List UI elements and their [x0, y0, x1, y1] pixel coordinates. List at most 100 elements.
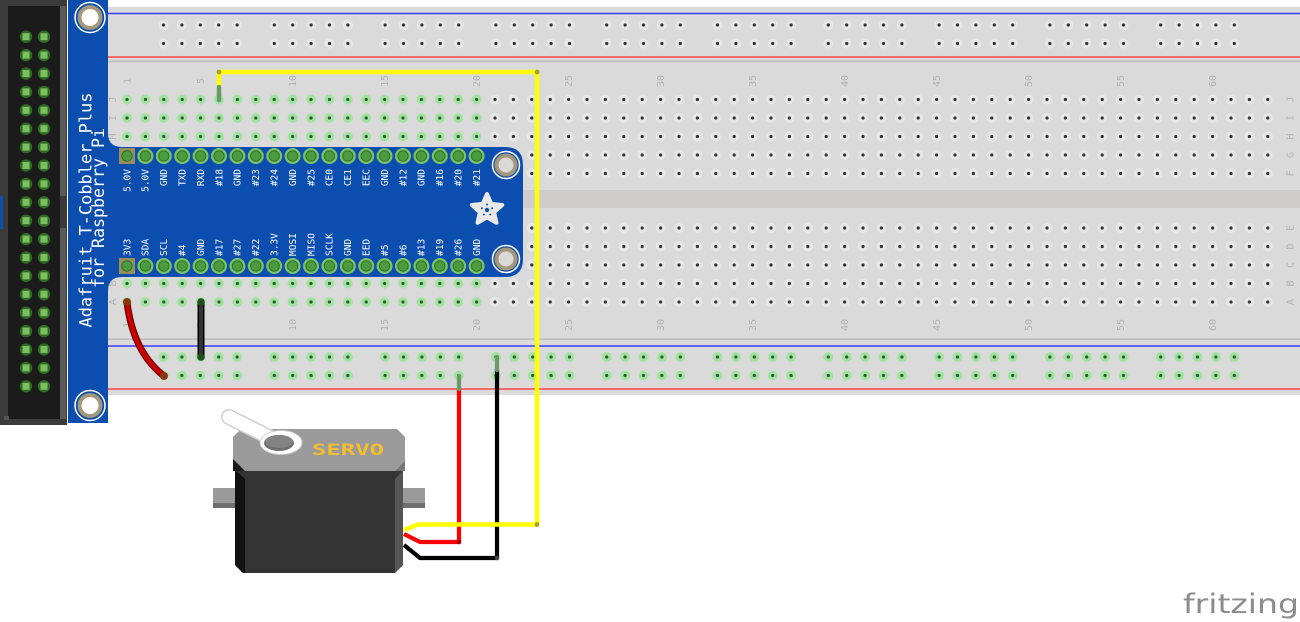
wire-bend[interactable] — [216, 69, 222, 75]
gpio-header-pin[interactable] — [37, 343, 51, 356]
servo-wires[interactable] — [216, 69, 540, 561]
breadboard-hole[interactable] — [784, 149, 795, 160]
breadboard-hole[interactable] — [1133, 297, 1144, 308]
power-rail-hole[interactable] — [989, 352, 1000, 363]
breadboard-hole[interactable] — [913, 149, 924, 160]
breadboard-hole[interactable] — [655, 131, 666, 142]
breadboard-hole[interactable] — [986, 131, 997, 142]
breadboard-hole[interactable] — [821, 222, 832, 233]
breadboard-hole[interactable] — [1244, 168, 1255, 179]
breadboard-hole[interactable] — [876, 241, 887, 252]
breadboard-hole[interactable] — [968, 260, 979, 271]
breadboard-hole[interactable] — [766, 168, 777, 179]
cobbler-pin[interactable] — [211, 258, 227, 274]
breadboard-hole[interactable] — [784, 297, 795, 308]
breadboard-hole[interactable] — [324, 112, 335, 123]
breadboard-hole[interactable] — [398, 297, 409, 308]
breadboard-hole[interactable] — [1041, 297, 1052, 308]
breadboard-hole[interactable] — [1244, 260, 1255, 271]
breadboard-hole[interactable] — [600, 260, 611, 271]
breadboard-hole[interactable] — [545, 168, 556, 179]
breadboard-hole[interactable] — [913, 168, 924, 179]
breadboard-hole[interactable] — [1262, 297, 1273, 308]
breadboard-hole[interactable] — [582, 149, 593, 160]
power-rail-hole[interactable] — [970, 352, 981, 363]
cobbler-pin[interactable] — [468, 148, 485, 164]
breadboard-hole[interactable] — [913, 94, 924, 105]
power-rail-hole[interactable] — [546, 38, 557, 49]
breadboard-hole[interactable] — [1078, 297, 1089, 308]
breadboard-hole[interactable] — [1152, 149, 1163, 160]
breadboard-hole[interactable] — [986, 168, 997, 179]
gpio-header-pin[interactable] — [19, 196, 33, 209]
breadboard-hole[interactable] — [1170, 297, 1181, 308]
power-rail-hole[interactable] — [1229, 370, 1240, 381]
breadboard-hole[interactable] — [931, 149, 942, 160]
breadboard-hole[interactable] — [1152, 260, 1163, 271]
breadboard-hole[interactable] — [1152, 131, 1163, 142]
breadboard-hole[interactable] — [1078, 168, 1089, 179]
cobbler-pin[interactable] — [468, 258, 485, 274]
power-rail-hole[interactable] — [342, 38, 353, 49]
breadboard-hole[interactable] — [1005, 94, 1016, 105]
cobbler-pin[interactable] — [431, 148, 448, 164]
cobbler-pin[interactable] — [192, 148, 209, 164]
power-rail-hole[interactable] — [1174, 352, 1185, 363]
breadboard-hole[interactable] — [1005, 112, 1016, 123]
breadboard-hole[interactable] — [342, 278, 353, 289]
gpio-header-pin[interactable] — [19, 306, 33, 319]
power-rail-hole[interactable] — [453, 38, 464, 49]
breadboard-hole[interactable] — [1115, 297, 1126, 308]
breadboard-hole[interactable] — [729, 112, 740, 123]
power-rail-hole[interactable] — [989, 38, 1000, 49]
breadboard-hole[interactable] — [618, 131, 629, 142]
breadboard-hole[interactable] — [729, 278, 740, 289]
breadboard-hole[interactable] — [802, 149, 813, 160]
cobbler-pin[interactable] — [431, 258, 448, 274]
breadboard-hole[interactable] — [766, 241, 777, 252]
gpio-header-pin[interactable] — [19, 232, 33, 246]
breadboard-hole[interactable] — [563, 241, 574, 252]
breadboard-hole[interactable] — [563, 112, 574, 123]
power-rail-hole[interactable] — [380, 20, 391, 31]
power-rail-hole[interactable] — [324, 20, 335, 31]
power-rail-hole[interactable] — [730, 352, 741, 363]
breadboard-hole[interactable] — [618, 222, 629, 233]
breadboard-hole[interactable] — [1189, 112, 1200, 123]
breadboard-hole[interactable] — [121, 94, 132, 105]
cobbler-pin[interactable] — [395, 148, 411, 164]
breadboard-hole[interactable] — [802, 168, 813, 179]
power-rail-hole[interactable] — [823, 352, 834, 363]
breadboard-hole[interactable] — [1262, 222, 1273, 233]
breadboard-hole[interactable] — [600, 222, 611, 233]
power-rail-hole[interactable] — [324, 370, 335, 381]
breadboard-hole[interactable] — [158, 278, 169, 289]
breadboard-hole[interactable] — [545, 131, 556, 142]
breadboard-hole[interactable] — [1225, 168, 1236, 179]
power-rail-hole[interactable] — [1100, 20, 1111, 31]
power-rail-hole[interactable] — [675, 352, 686, 363]
power-rail-hole[interactable] — [158, 20, 169, 31]
power-rail-hole[interactable] — [546, 370, 557, 381]
breadboard-hole[interactable] — [1060, 112, 1071, 123]
breadboard-hole[interactable] — [747, 297, 758, 308]
breadboard-hole[interactable] — [1097, 94, 1108, 105]
power-rail-hole[interactable] — [490, 20, 501, 31]
breadboard-hole[interactable] — [931, 131, 942, 142]
servo-power-wire[interactable] — [403, 388, 462, 545]
breadboard-hole[interactable] — [894, 112, 905, 123]
power-rail-hole[interactable] — [1174, 20, 1185, 31]
power-rail-hole[interactable] — [712, 352, 723, 363]
breadboard-hole[interactable] — [600, 168, 611, 179]
gpio-header-pin[interactable] — [19, 48, 33, 62]
breadboard-hole[interactable] — [213, 112, 224, 123]
breadboard-hole[interactable] — [324, 297, 335, 308]
wire-bend[interactable] — [456, 539, 462, 545]
breadboard-hole[interactable] — [1041, 241, 1052, 252]
breadboard-hole[interactable] — [563, 168, 574, 179]
breadboard-hole[interactable] — [729, 149, 740, 160]
breadboard-hole[interactable] — [692, 112, 703, 123]
breadboard-hole[interactable] — [637, 278, 648, 289]
breadboard-hole[interactable] — [802, 278, 813, 289]
power-rail-hole[interactable] — [1118, 370, 1129, 381]
